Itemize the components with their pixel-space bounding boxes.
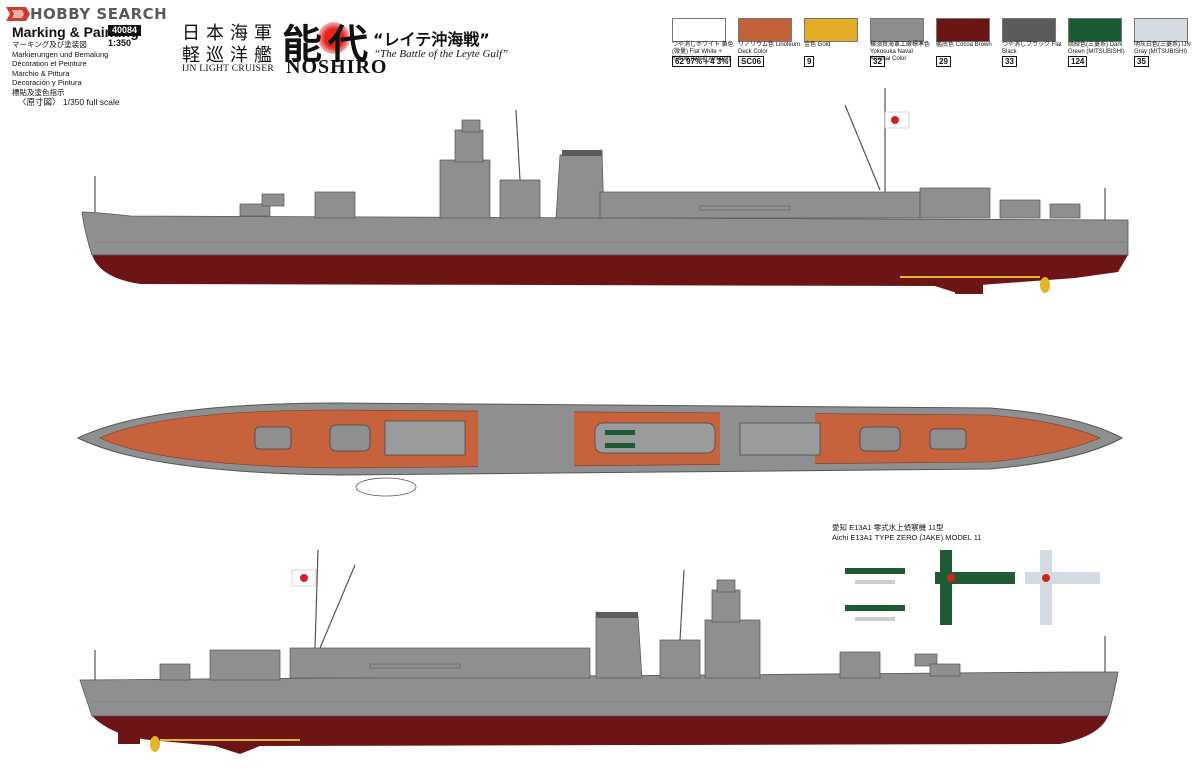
rising-sun-flag-icon (884, 111, 910, 129)
paint-swatch-label: つや消しブラック Flat Black (1002, 42, 1062, 55)
paint-swatch-label: 金色 Gold (804, 42, 831, 48)
aircraft-title-jp: 愛知 E13A1 零式水上偵察機 11型 (832, 523, 944, 532)
marking-title-block: Marking & Painting マーキング及び塗装図 Markierung… (12, 24, 142, 97)
paint-swatch-code: 35 (1134, 56, 1149, 67)
ijn-light-cruiser-label: IJN LIGHT CRUISER (182, 64, 275, 74)
hull-side (79, 671, 1119, 717)
funnel-cap (596, 612, 638, 618)
deck-aircraft-icon (605, 430, 635, 448)
aircraft-title: 愛知 E13A1 零式水上偵察機 11型 Aichi E13A1 TYPE ZE… (832, 523, 982, 542)
paint-swatch-code: 29 (936, 56, 951, 67)
aircraft-illustrations (845, 550, 1100, 625)
paint-swatch (804, 18, 858, 42)
multilang-line: Décoration et Peinture (12, 59, 87, 68)
superstructure (239, 119, 1081, 219)
hull-bottom (92, 716, 1108, 754)
aircraft-title-en: Aichi E13A1 TYPE ZERO (JAKE) MODEL 11 (832, 532, 982, 542)
paint-swatch-code: 32 (870, 56, 885, 67)
paint-swatch-code: SC06 (738, 56, 765, 67)
jp-title-cruiser: 軽巡洋艦 (182, 45, 278, 66)
jake-underside-view-icon (1025, 550, 1100, 625)
superstructure-top (384, 420, 821, 456)
catapult-rail (369, 663, 461, 669)
paint-swatch (672, 18, 726, 42)
battle-title-en: “The Battle of the Leyte Gulf” (374, 48, 509, 60)
ship-profile-port (79, 549, 1119, 754)
launch-boat (355, 477, 417, 497)
paint-swatch-label: つや消しホワイト 黄色(微量) Flat White + Yellow (sma… (672, 42, 734, 62)
jp-title-navy: 日本海軍 (182, 23, 278, 44)
paint-swatch-label: 明灰白色(三菱系) IJN Gray (MITSUBISHI) (1134, 42, 1191, 55)
paint-swatch-code: 9 (804, 56, 815, 67)
jake-top-view-icon (935, 550, 1015, 625)
paint-swatch-code: 124 (1068, 56, 1088, 67)
kit-number: 40084 (108, 25, 142, 36)
kit-scale: 1:350 (108, 38, 132, 48)
hull-bottom (92, 255, 1128, 294)
paint-swatch-label: リノリウム色 Linoleum Deck Color (738, 42, 801, 55)
hangar-deck (478, 409, 574, 469)
paint-swatch (936, 18, 990, 42)
ship-profile-starboard (81, 88, 1129, 294)
battle-title-jp: “レイテ沖海戦” (373, 30, 490, 49)
ship-name-kanji: 能代 (282, 21, 374, 68)
paint-swatch-label: 横須賀海軍工廠標準色 Yokosuka Naval Arsenal Color (870, 42, 931, 62)
multilang-line: Markierungen und Bemalung (12, 49, 109, 59)
full-scale-note: 〈原寸図〉 1/350 full scale (18, 97, 120, 107)
logo-text: HOBBY SEARCH (30, 5, 168, 23)
marking-painting-title: Marking & Painting (12, 24, 139, 40)
rising-sun-flag-icon (291, 569, 317, 587)
masts (94, 88, 1106, 220)
jake-side-view-icon (845, 568, 905, 584)
rising-sun-icon (318, 22, 350, 54)
propeller-icon (150, 736, 300, 752)
masts (94, 549, 1106, 680)
hobby-search-logo-icon (6, 7, 30, 21)
paint-swatch (1002, 18, 1056, 42)
jake-side-view-icon (845, 605, 905, 621)
propeller-icon (900, 276, 1050, 293)
turrets (254, 424, 967, 452)
paint-swatch (1134, 18, 1188, 42)
catapult-rail (699, 205, 791, 211)
paint-swatch-code: 33 (1002, 56, 1017, 67)
paint-swatch-label: 暗緑色(三菱系) Dark Green (MITSUBISHI) (1068, 42, 1125, 55)
funnel-cap (562, 150, 602, 156)
multilang-line: Marchio & Pittura (12, 68, 70, 78)
paint-swatch (738, 18, 792, 42)
paint-swatch (1068, 18, 1122, 42)
ship-name: NOSHIRO (286, 56, 388, 78)
superstructure (159, 579, 961, 681)
hull-side (81, 211, 1129, 256)
multilang-line: マーキング及び塗装図 (12, 40, 87, 49)
paint-swatch-label: 艦底色 Cocoa Brown (936, 42, 992, 48)
paint-swatch-code: 62 97%＋4 3% (672, 56, 732, 67)
ship-deck-plan (76, 402, 1124, 497)
paint-swatch (870, 18, 924, 42)
multilang-line: 標貼及塗色指示 (12, 87, 65, 97)
multilang-line: Decoración y Pintura (12, 78, 82, 87)
